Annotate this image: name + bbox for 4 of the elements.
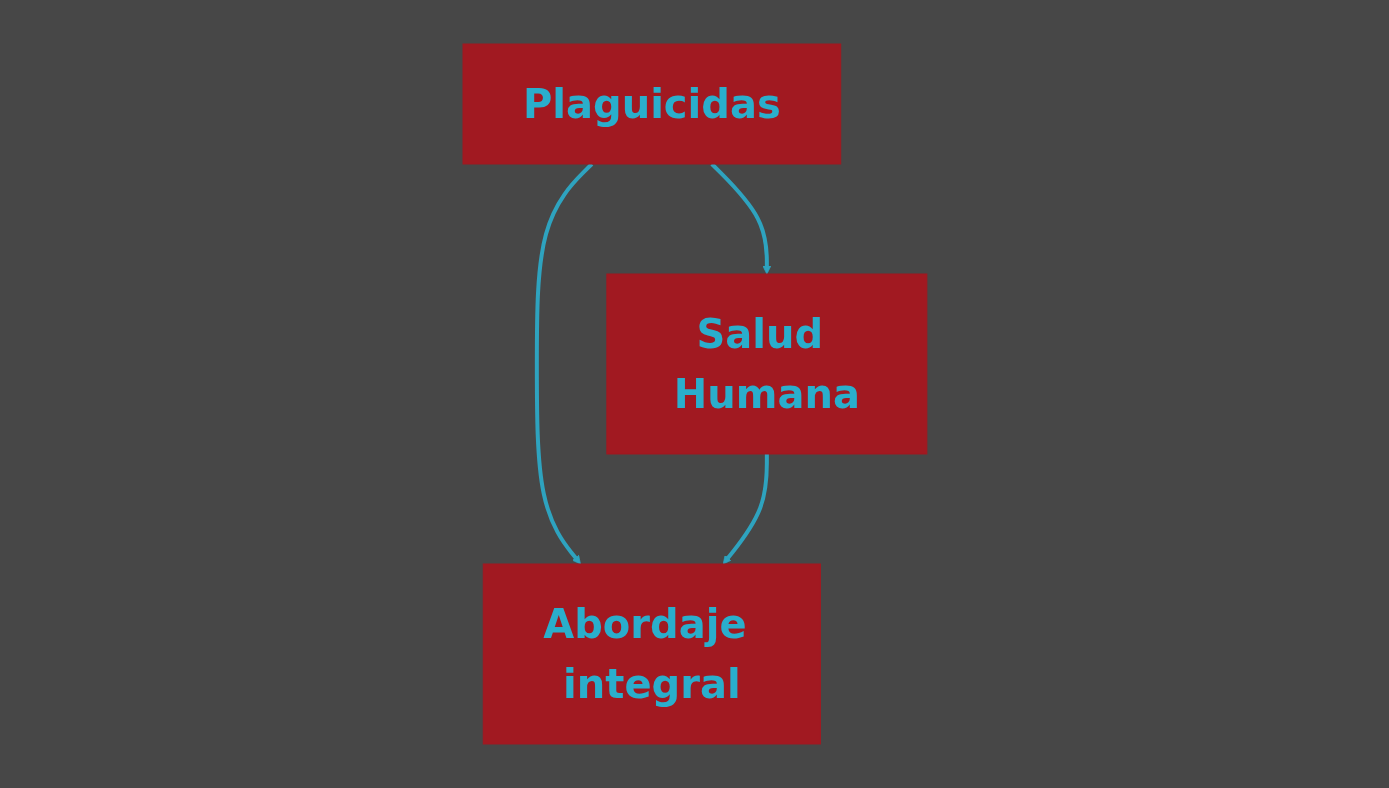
node-box: Abordaje integral [482, 563, 821, 745]
node-box: Plaguicidas [462, 43, 841, 165]
arrow [722, 454, 769, 565]
node-box: Salud Humana [605, 273, 927, 455]
